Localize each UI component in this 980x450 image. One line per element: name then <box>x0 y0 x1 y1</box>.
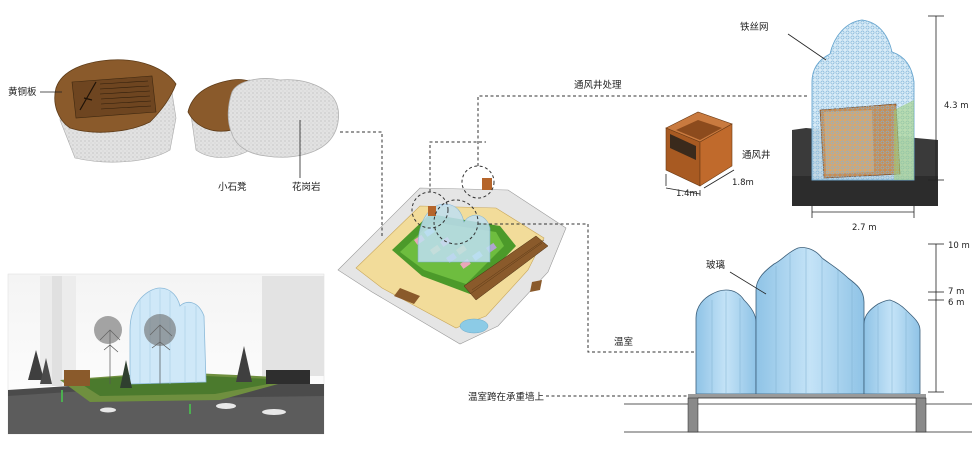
mesh-height-label: 4.3 m <box>944 101 969 111</box>
vent-shaft-box-icon <box>665 111 733 187</box>
elevation-6m-label: 6 m <box>948 298 964 308</box>
vent-width-label: 1.4m <box>676 189 698 199</box>
brass-plate-stool <box>54 59 177 163</box>
vent-depth-label: 1.8m <box>732 178 754 188</box>
vent-shaft-label: 通风井 <box>742 149 771 161</box>
glass-label: 玻璃 <box>706 259 725 271</box>
vent-treatment-label: 通风井处理 <box>574 79 622 91</box>
greenhouse-label: 温室 <box>614 336 633 348</box>
site-plan <box>337 178 567 345</box>
brass-plate-label: 黄铜板 <box>8 86 37 98</box>
callout-greenhouse-circle <box>433 199 479 245</box>
perspective-render <box>7 273 325 435</box>
elevation-10m-label: 10 m <box>948 241 970 251</box>
granite-stool-icon <box>227 78 339 158</box>
wire-mesh-label: 铁丝网 <box>740 21 769 33</box>
callout-vent-circle-right <box>461 165 495 199</box>
greenhouse-on-wall-label: 温室跨在承重墙上 <box>468 391 545 403</box>
granite-stool <box>187 78 339 158</box>
granite-label: 花岗岩 <box>292 181 321 193</box>
wire-mesh-enclosure <box>792 19 938 206</box>
greenhouse-elevation <box>624 247 972 433</box>
elevation-7m-label: 7 m <box>948 287 964 297</box>
mesh-width-label: 2.7 m <box>852 223 877 233</box>
small-stone-stool-label: 小石凳 <box>218 182 247 193</box>
